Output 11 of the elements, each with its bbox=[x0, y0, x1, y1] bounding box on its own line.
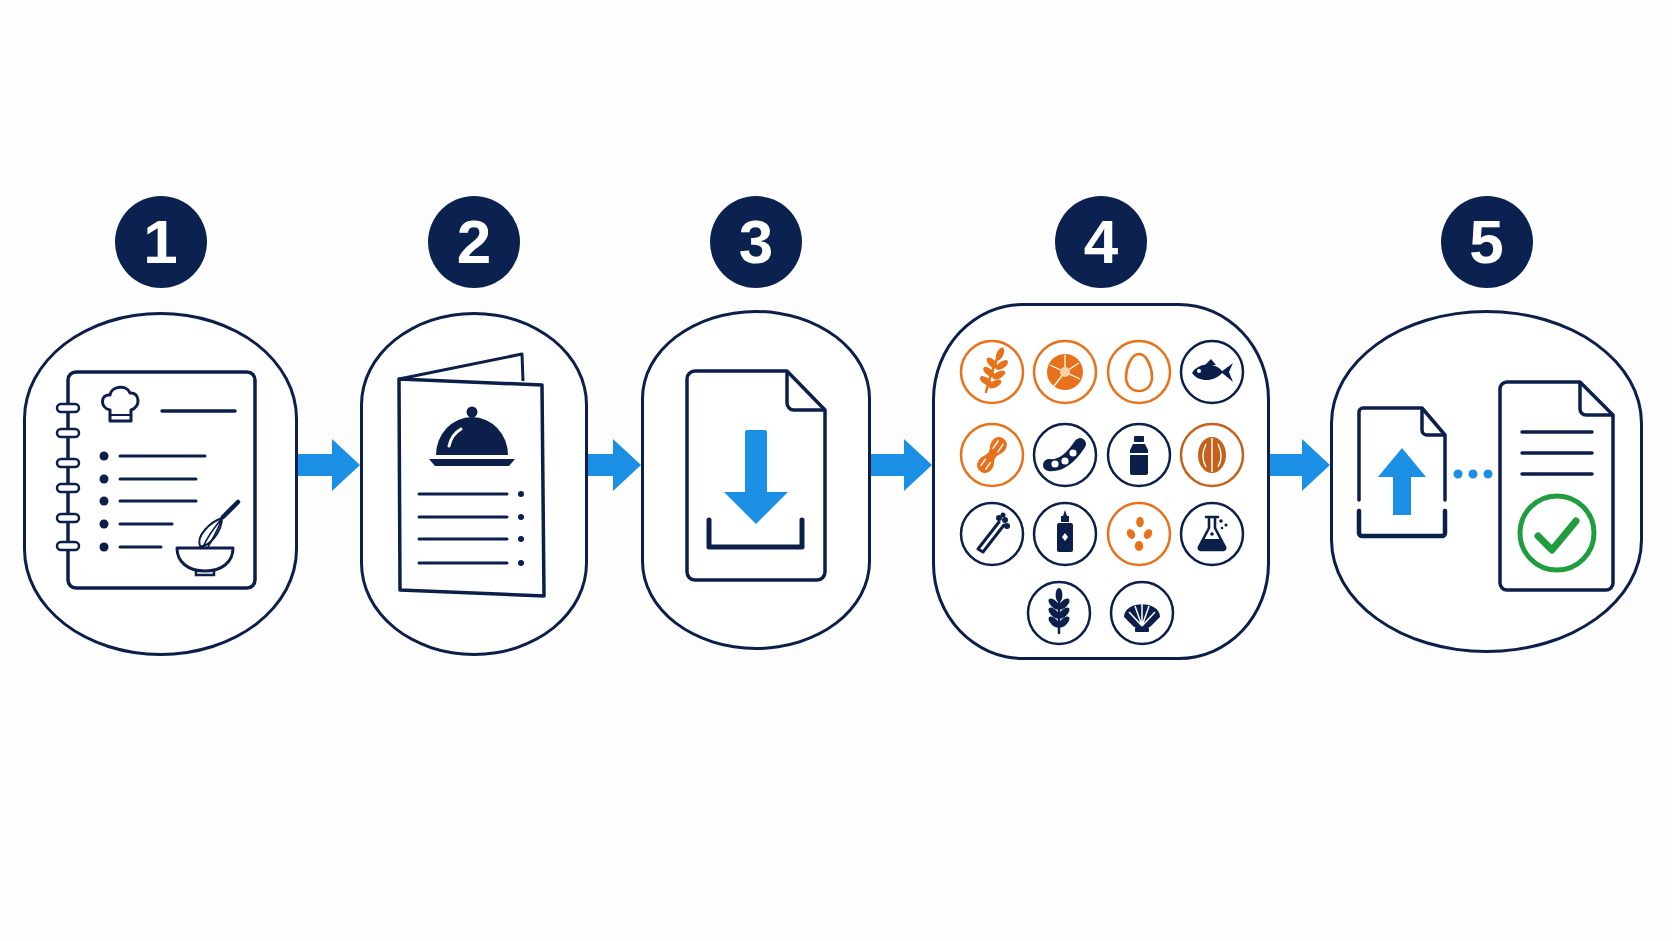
step-number: 2 bbox=[428, 196, 520, 288]
arrow bbox=[1270, 439, 1330, 491]
step-number: 4 bbox=[1055, 196, 1147, 288]
step-number: 3 bbox=[710, 196, 802, 288]
step-number: 5 bbox=[1440, 196, 1533, 288]
arrow bbox=[298, 439, 360, 491]
step-number: 1 bbox=[114, 196, 207, 288]
approved-document-icon bbox=[1498, 380, 1615, 592]
upload-file-icon bbox=[1357, 406, 1448, 539]
arrow bbox=[871, 439, 932, 491]
arrow bbox=[588, 439, 641, 491]
